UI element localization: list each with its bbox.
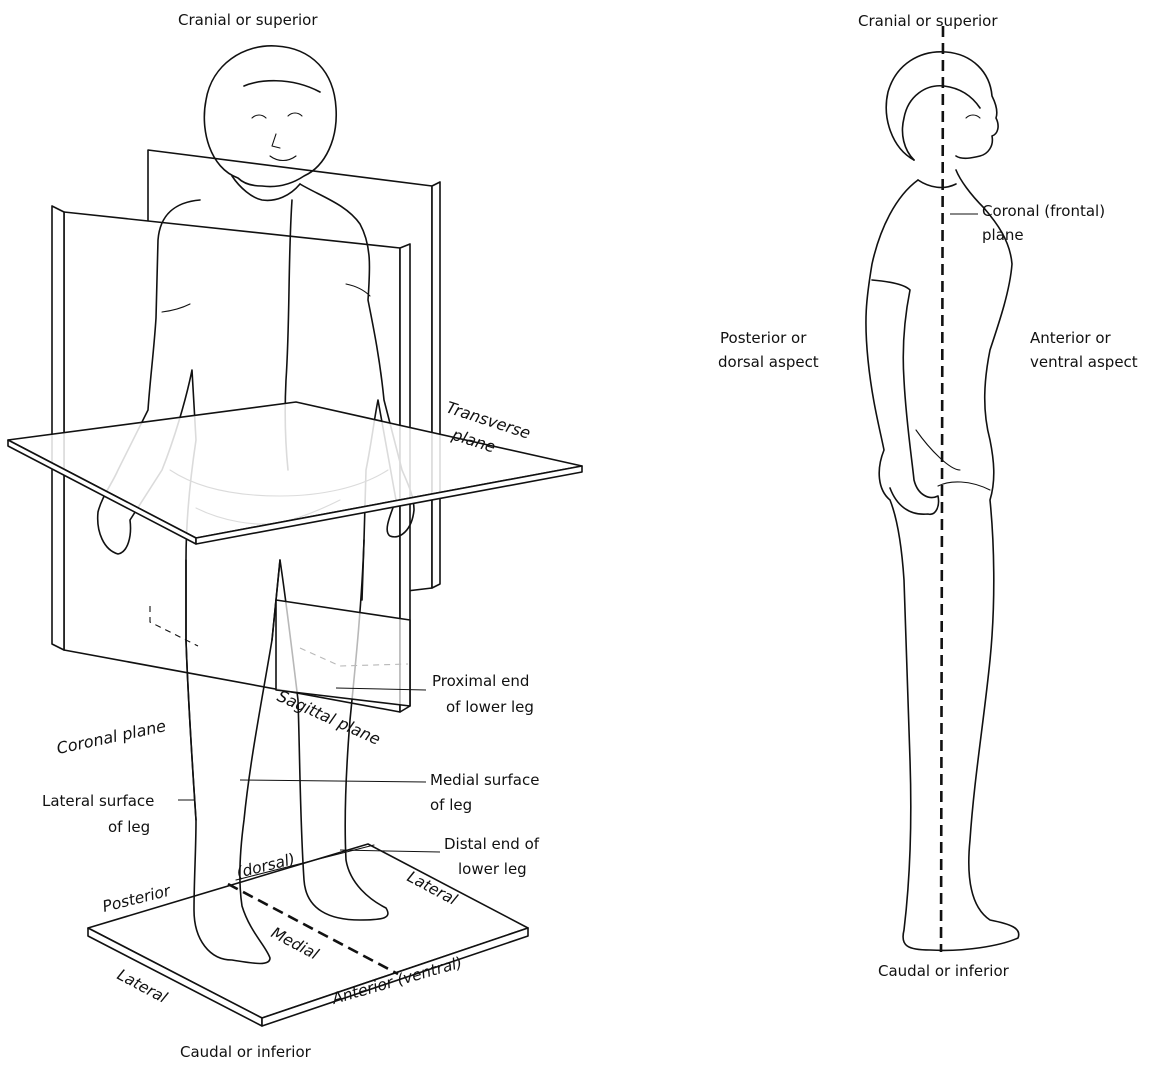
left-bottom-label: Caudal or inferior [180, 1043, 312, 1061]
right-top-label: Cranial or superior [858, 12, 998, 30]
left-top-label: Cranial or superior [178, 11, 318, 29]
coronal-line [941, 26, 943, 952]
proximal-end-label-1: Proximal end [432, 672, 529, 690]
right-posterior-label-2: dorsal aspect [718, 353, 819, 371]
right-bottom-label: Caudal or inferior [878, 962, 1010, 980]
coronal-plane-label: Coronal plane [55, 716, 168, 758]
right-coronal-label-2: plane [982, 226, 1024, 244]
distal-end-label-1: Distal end of [444, 835, 540, 853]
right-posterior-label-1: Posterior or [720, 329, 807, 347]
medial-surface-label-2: of leg [430, 796, 472, 814]
distal-end-label-2: lower leg [458, 860, 527, 878]
lateral-surface-label-2: of leg [108, 818, 150, 836]
right-figure [866, 26, 1019, 952]
right-anterior-label-1: Anterior or [1030, 329, 1112, 347]
medial-surface-label-1: Medial surface [430, 771, 539, 789]
right-coronal-label-1: Coronal (frontal) [982, 202, 1105, 220]
right-anterior-label-2: ventral aspect [1030, 353, 1138, 371]
left-figure [8, 46, 582, 1026]
proximal-end-label-2: of lower leg [446, 698, 534, 716]
lateral-surface-label-1: Lateral surface [42, 792, 154, 810]
